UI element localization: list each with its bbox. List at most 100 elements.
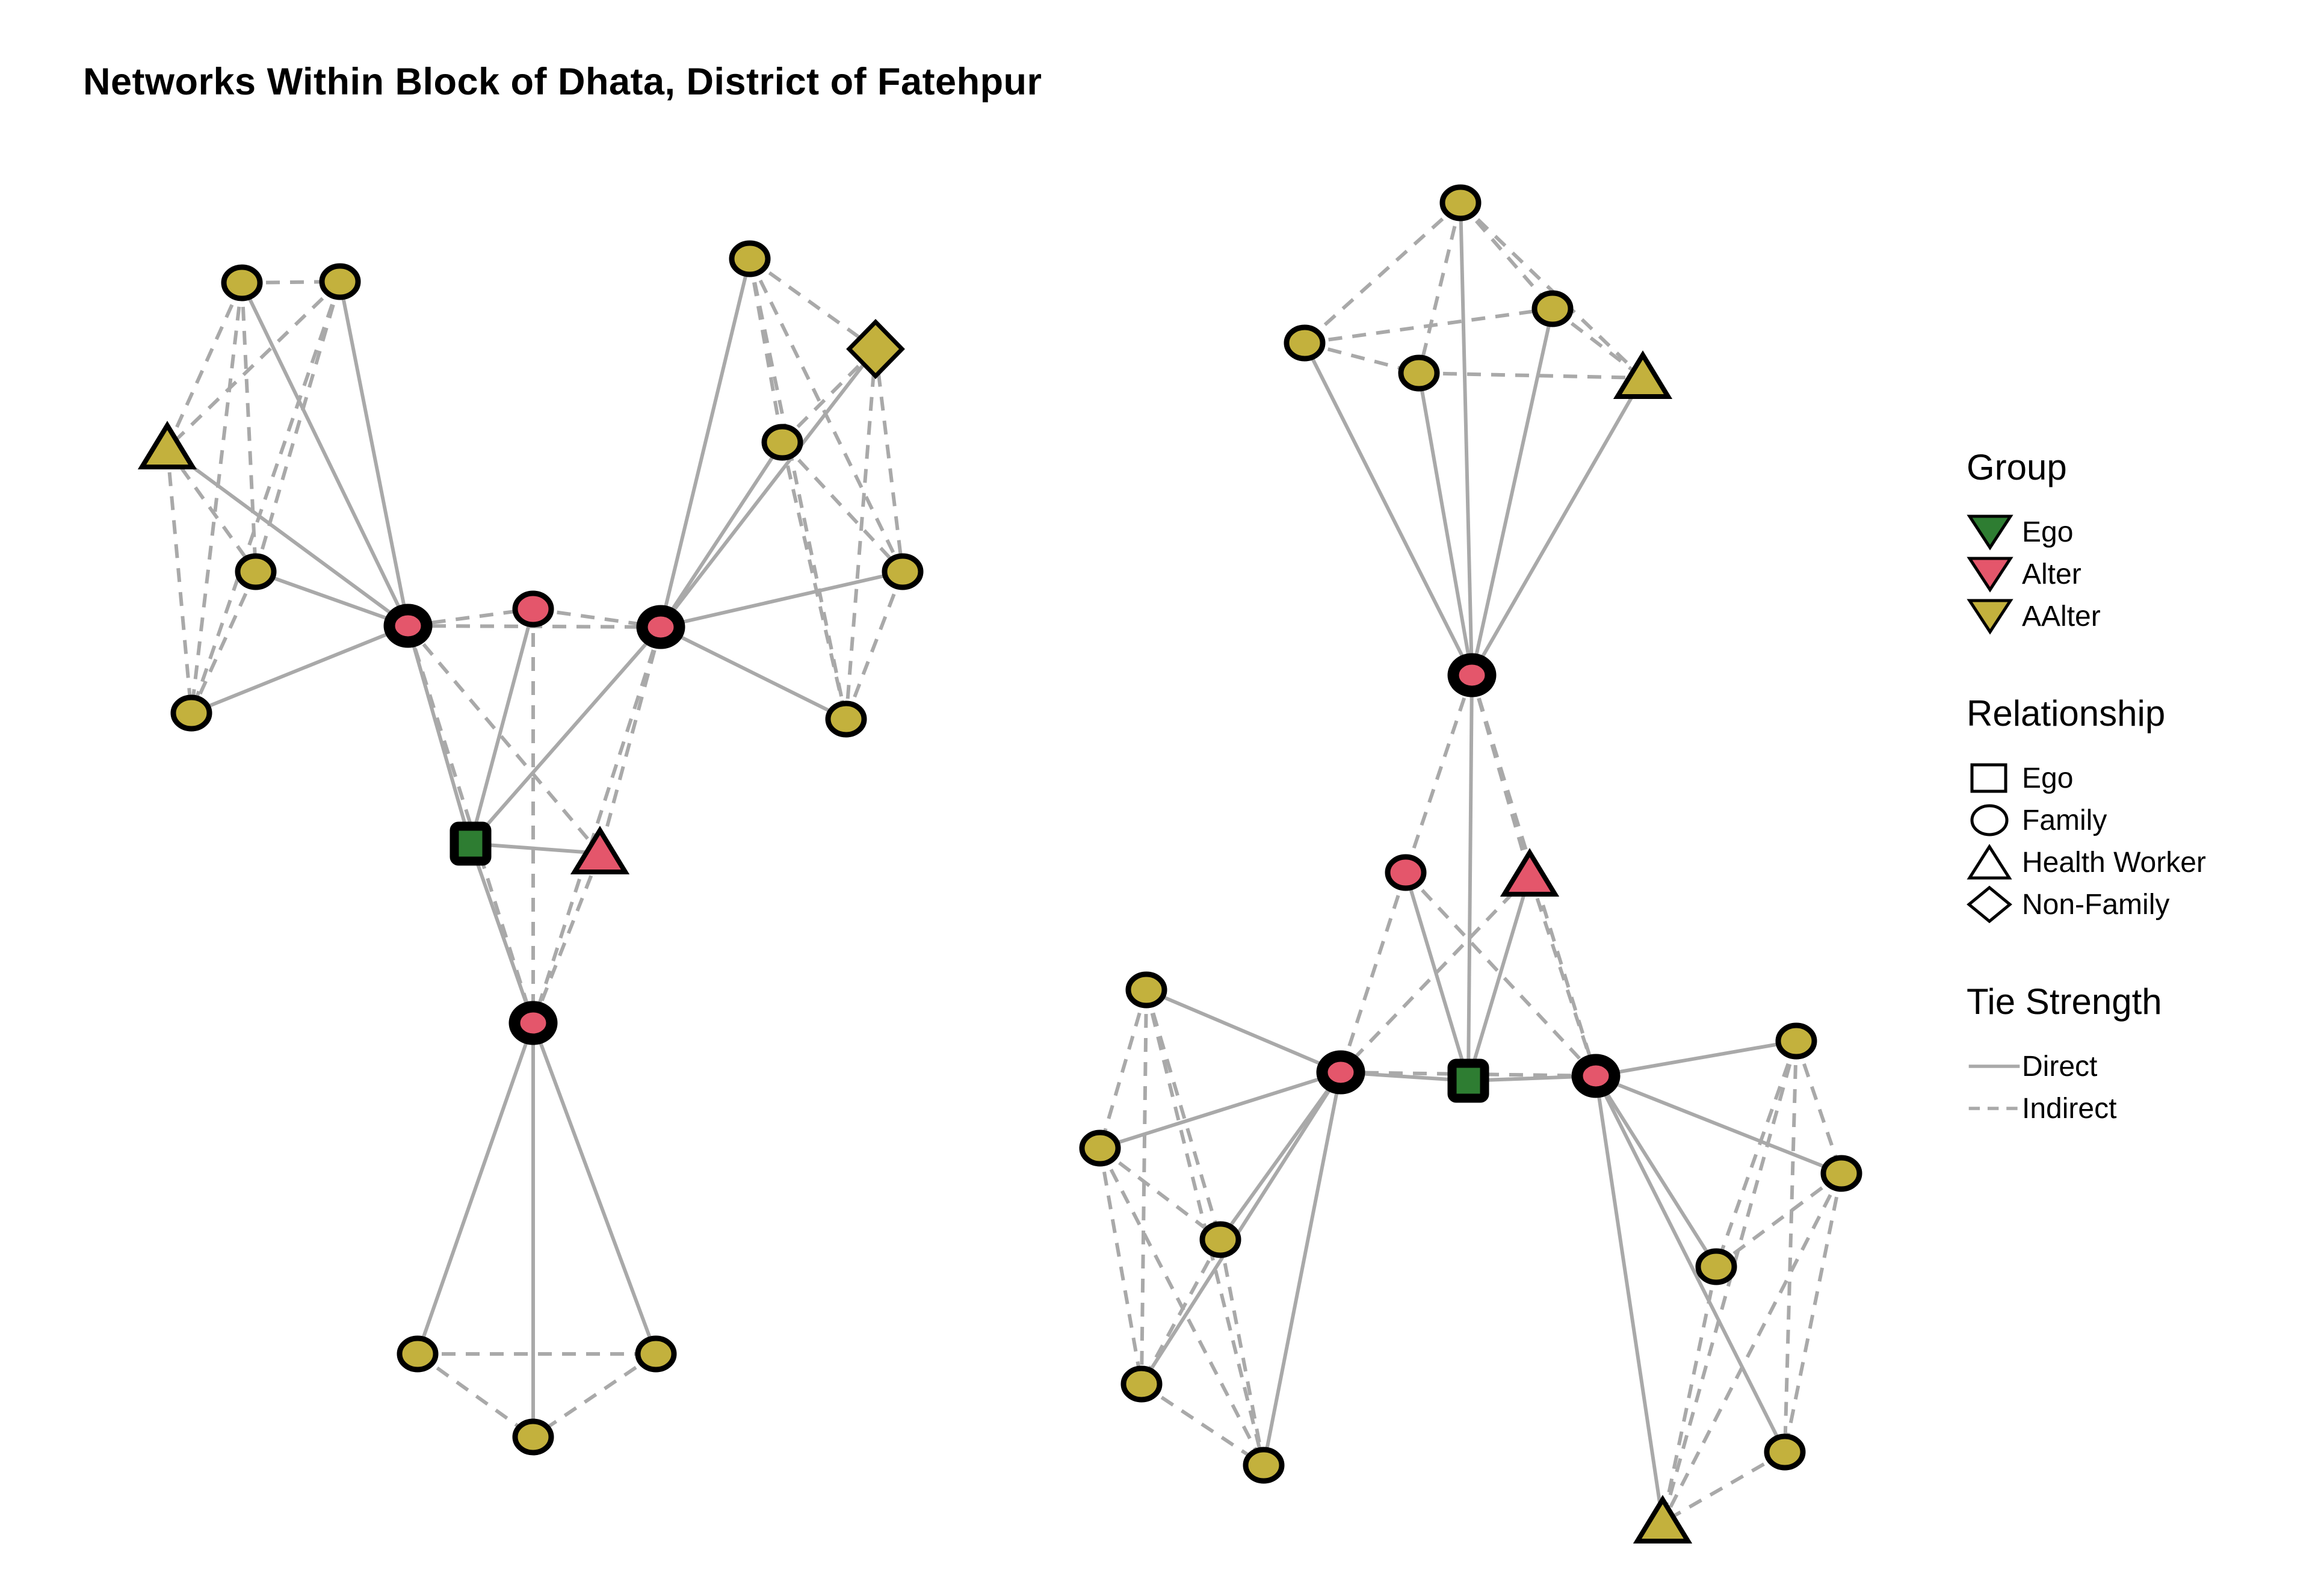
group-ego-triangle-icon — [1967, 513, 2022, 551]
edge-indirect — [1418, 371, 1643, 380]
health-worker-triangle-icon — [1613, 350, 1673, 399]
aalter-circle-icon — [729, 240, 771, 277]
aalter-circle-icon — [397, 1335, 439, 1373]
edge-indirect — [1528, 875, 1598, 1077]
edge-indirect — [598, 626, 663, 854]
edge-indirect — [407, 607, 534, 628]
node-a11 — [761, 424, 803, 461]
node-b6 — [1447, 653, 1497, 697]
node-a17 — [397, 1335, 439, 1373]
node-a16 — [508, 1001, 558, 1045]
edge-indirect — [1459, 202, 1554, 310]
aalter-circle-icon — [1398, 354, 1440, 392]
aalter-circle-icon — [1695, 1248, 1737, 1285]
aalter-circle-icon — [1125, 971, 1167, 1009]
node-b18 — [1820, 1155, 1862, 1192]
alter-circle-icon — [508, 1001, 558, 1045]
node-b13 — [1079, 1129, 1121, 1167]
aalter-circle-icon — [1439, 184, 1482, 221]
dashed-line-icon — [1967, 1105, 2022, 1112]
node-b10 — [1447, 1058, 1489, 1103]
edge-indirect — [532, 1352, 657, 1439]
edge-direct — [659, 348, 877, 628]
node-a19 — [512, 1418, 554, 1456]
edge-indirect — [844, 348, 877, 720]
edge-indirect — [165, 280, 342, 450]
legend-item-tie-direct: Direct — [1967, 1045, 2322, 1087]
legend-item-group-aalter: AAlter — [1967, 595, 2322, 637]
node-a4 — [235, 553, 277, 590]
edge-indirect — [1794, 1040, 1843, 1174]
edge-indirect — [1551, 307, 1644, 380]
edge-direct — [1303, 342, 1474, 676]
edge-indirect — [1140, 1382, 1265, 1467]
health-worker-triangle-icon — [1500, 848, 1560, 897]
node-a7 — [512, 590, 554, 628]
aalter-circle-icon — [1775, 1022, 1817, 1060]
health-worker-triangle-icon — [570, 826, 630, 874]
edge-direct — [1594, 1075, 1718, 1268]
legend-tie-title: Tie Strength — [1967, 981, 2162, 1022]
edge-direct — [1099, 1071, 1341, 1150]
edge-direct — [1219, 1071, 1343, 1241]
edge-direct — [531, 1022, 658, 1355]
legend-item-group-ego-label: Ego — [2022, 516, 2074, 548]
node-b7 — [1385, 854, 1427, 891]
node-b16 — [1243, 1447, 1285, 1484]
edge-direct — [416, 1022, 535, 1355]
edge-direct — [240, 282, 410, 627]
circle-outline-icon — [1967, 802, 2022, 839]
aalter-circle-icon — [1284, 324, 1326, 362]
legend-item-group-alter-label: Alter — [2022, 558, 2081, 590]
edge-indirect — [780, 347, 877, 444]
node-a6 — [383, 604, 433, 648]
aalter-circle-icon — [1820, 1155, 1862, 1192]
edge-direct — [469, 843, 535, 1024]
edge-direct — [1595, 1074, 1843, 1175]
node-a14 — [450, 821, 492, 866]
legend-item-relationship-non-family-label: Non-Family — [2022, 888, 2170, 921]
legend-item-group-alter: Alter — [1967, 553, 2322, 595]
ego-square-icon — [1447, 1058, 1489, 1103]
legend-group-title: Group — [1967, 447, 2067, 487]
node-b12 — [1125, 971, 1167, 1009]
aalter-circle-icon — [1531, 290, 1574, 327]
alter-circle-icon — [1316, 1050, 1365, 1095]
node-b20 — [1764, 1433, 1806, 1471]
node-b14 — [1199, 1221, 1241, 1258]
edge-direct — [1466, 675, 1474, 1081]
legend-item-tie-indirect-label: Indirect — [2022, 1092, 2117, 1125]
edge-indirect — [1098, 989, 1148, 1149]
alter-circle-icon — [1447, 653, 1497, 697]
edge-indirect — [1404, 675, 1474, 873]
ego-square-icon — [450, 821, 492, 866]
edge-indirect — [1304, 307, 1553, 345]
node-a3 — [137, 421, 197, 469]
node-a5 — [170, 694, 212, 732]
edge-direct — [1470, 308, 1554, 676]
edge-indirect — [1339, 872, 1408, 1073]
edge-indirect — [190, 570, 258, 714]
edge-direct — [1417, 372, 1474, 676]
edge-direct — [1140, 1071, 1343, 1385]
edge-indirect — [1339, 874, 1531, 1074]
edge-direct — [1595, 1039, 1797, 1078]
legend-item-group-ego: Ego — [1967, 511, 2322, 553]
diamond-outline-icon — [1967, 886, 2022, 923]
edge-direct — [166, 447, 409, 628]
alter-circle-icon — [636, 605, 685, 649]
node-b4 — [1531, 290, 1574, 327]
node-a15 — [570, 826, 630, 874]
node-b2 — [1284, 324, 1326, 362]
aalter-circle-icon — [761, 424, 803, 461]
square-outline-icon — [1967, 759, 2022, 797]
edge-indirect — [1783, 1040, 1798, 1453]
aalter-circle-icon — [825, 700, 867, 738]
edge-indirect — [748, 258, 848, 720]
edge-direct — [338, 281, 410, 626]
